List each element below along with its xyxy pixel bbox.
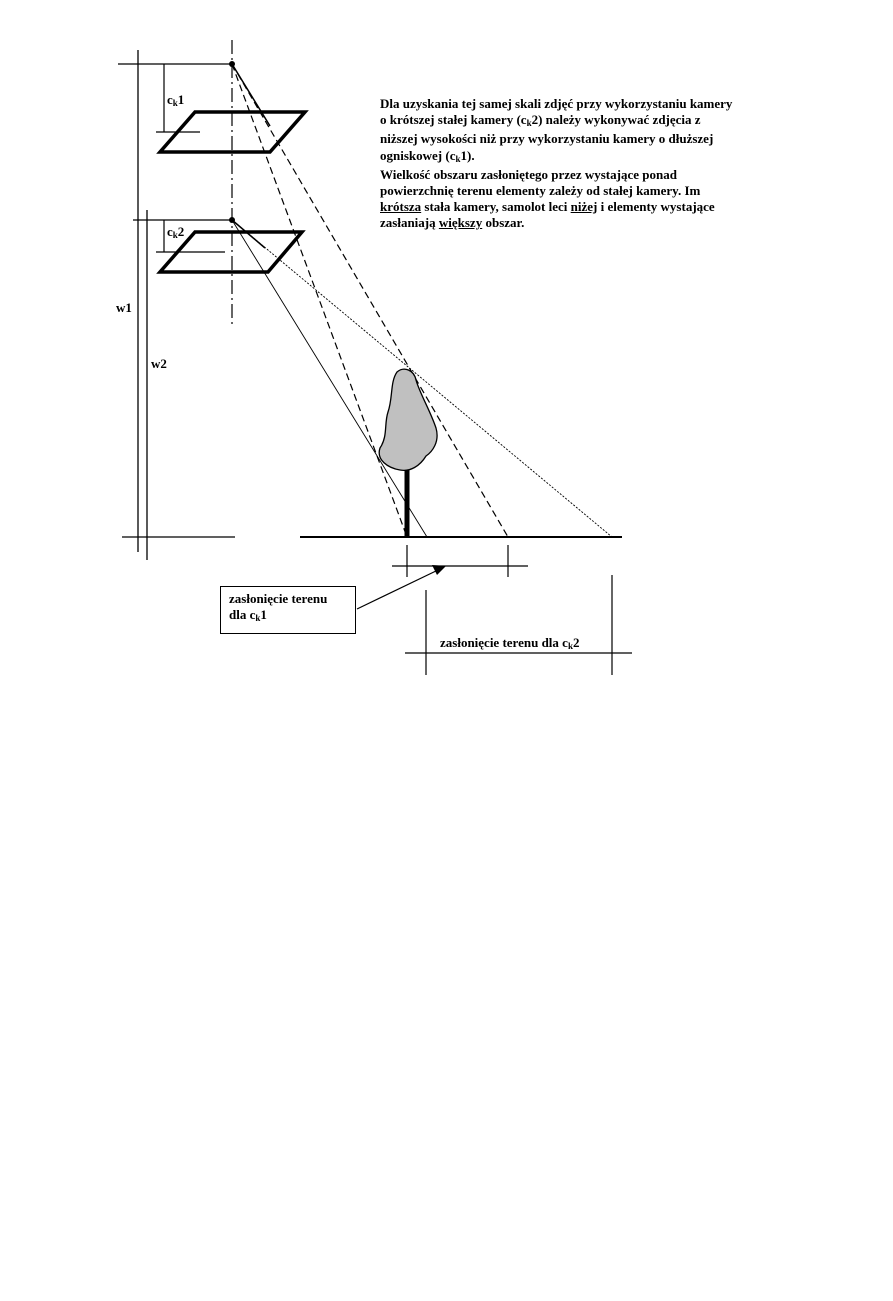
note-ck2-prefix: zasłonięcie terenu dla: [440, 635, 563, 650]
label-ck1-num: 1: [177, 92, 185, 107]
desc-ck2-c: c: [520, 112, 527, 128]
note-pointer-line: [356, 569, 439, 610]
note-occlusion-ck2: zasłonięcie terenu dla ck2: [440, 635, 579, 654]
desc-p2-b: stała kamery, samolot leci: [421, 199, 571, 215]
note-ck1-line1: zasłonięcie terenu: [229, 591, 328, 606]
note-ck2-c: c: [562, 635, 568, 650]
desc-p1-a: Dla uzyskania tej samej skali zdjęć przy…: [380, 96, 733, 128]
description-text: Dla uzyskania tej samej skali zdjęć przy…: [380, 96, 740, 232]
label-w2-text: w2: [151, 356, 167, 371]
desc-ck1-c: c: [449, 147, 456, 163]
note-ck1-prefix: dla: [229, 607, 250, 622]
note-ck2-sub: k: [567, 641, 573, 651]
desc-p2-d: obszar.: [482, 215, 525, 231]
desc-p1-b: 2) należy wykonywać zdjęcia z niższej wy…: [380, 112, 714, 163]
desc-p2-u3: większy: [438, 215, 483, 231]
note-ck1-num: 1: [260, 607, 267, 622]
arrow-head-icon: [432, 565, 446, 575]
label-w1: w1: [116, 300, 132, 315]
note-occlusion-ck1: zasłonięcie terenu dla ck1: [220, 586, 356, 634]
desc-p2-c: i elementy wystające zasłaniają: [380, 199, 715, 231]
projection-centre-ck2: [229, 217, 235, 223]
label-ck1: ck1: [167, 92, 184, 111]
note-ck1-c: c: [249, 607, 256, 622]
projection-centre-ck1: [229, 61, 235, 67]
label-ck1-c: c: [167, 92, 173, 107]
label-w2: w2: [151, 356, 167, 371]
desc-ck1-sub: k: [455, 153, 461, 164]
label-ck1-sub: k: [172, 98, 178, 108]
ray-ck1-tree-top: [231, 63, 509, 538]
note-ck1-sub: k: [255, 613, 261, 623]
label-w1-text: w1: [116, 300, 132, 315]
ray-ck2-tree-base: [231, 219, 428, 538]
ray-ck2-tree-top: [231, 219, 613, 538]
desc-p2-u1: krótsza: [380, 199, 422, 215]
desc-ck2-sub: k: [526, 118, 532, 129]
description-paragraph-2: Wielkość obszaru zasłoniętego przez wyst…: [380, 167, 740, 232]
note-ck2-num: 2: [572, 635, 580, 650]
ray-ck1-tree-base: [231, 63, 408, 538]
desc-p2-a: Wielkość obszaru zasłoniętego przez wyst…: [380, 166, 701, 199]
image-plane-ck1: [156, 110, 309, 154]
desc-p2-u2: niżej: [570, 199, 598, 215]
image-plane-ck2: [156, 230, 306, 274]
desc-p1-c: 1).: [460, 147, 475, 163]
tree-crown: [378, 368, 438, 472]
label-ck2-c: c: [167, 224, 173, 239]
description-paragraph-1: Dla uzyskania tej samej skali zdjęć przy…: [380, 96, 740, 167]
label-ck2: ck2: [167, 224, 184, 243]
label-ck2-num: 2: [177, 224, 185, 239]
label-ck2-sub: k: [172, 230, 178, 240]
note-ck1-line2: dla ck1: [229, 607, 347, 626]
